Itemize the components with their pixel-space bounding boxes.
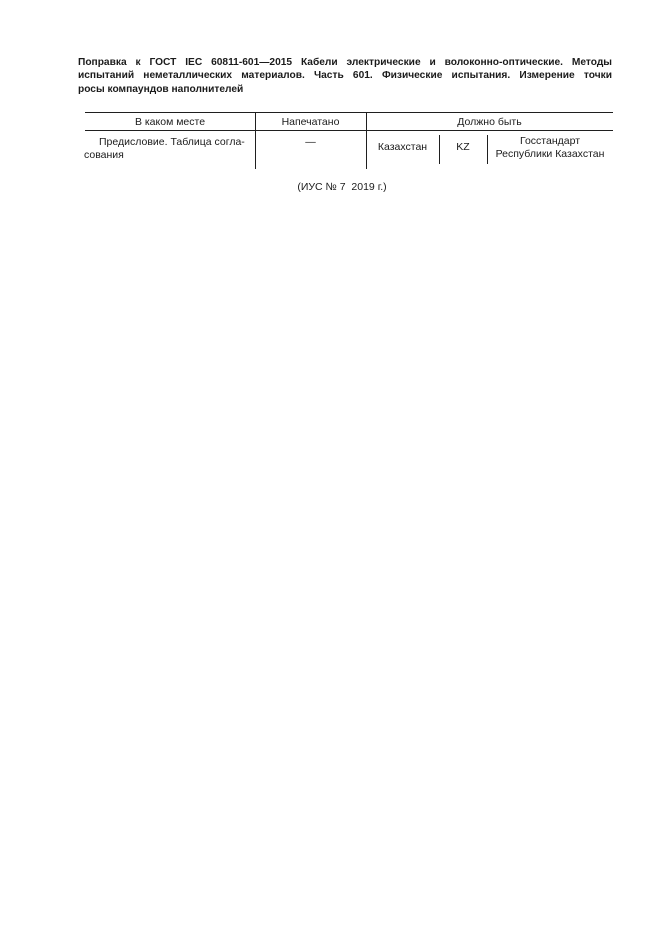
subcolumn-divider-1 [439,135,440,164]
subcolumn-divider-2 [487,135,488,164]
cell-authority: Госстандарт Республики Казахстан [495,135,605,160]
column-header-should-be: Должно быть [457,116,522,128]
heading-line-2: испытаний неметаллических материалов. Ча… [78,70,612,82]
cell-printed-dash: — [305,136,316,148]
cell-country: Казахстан [377,141,428,153]
ius-source-note: (ИУС № 7 2019 г.) [297,181,387,193]
table-header-divider [85,130,613,131]
column-divider-2 [366,112,367,169]
column-header-location: В каком месте [134,116,206,128]
cell-location: Предисловие. Таблица согла- сования [84,136,245,161]
table-border-top [85,112,613,113]
heading-line-3: росы компаундов наполнителей [78,83,244,95]
heading-line-1: Поправка к ГОСТ IEC 60811-601—2015 Кабел… [78,57,612,68]
column-header-printed: Напечатано [281,116,340,128]
amendment-heading: Поправка к ГОСТ IEC 60811-601—2015 Кабел… [78,56,612,96]
cell-country-code: KZ [456,141,470,153]
column-divider-1 [255,112,256,169]
